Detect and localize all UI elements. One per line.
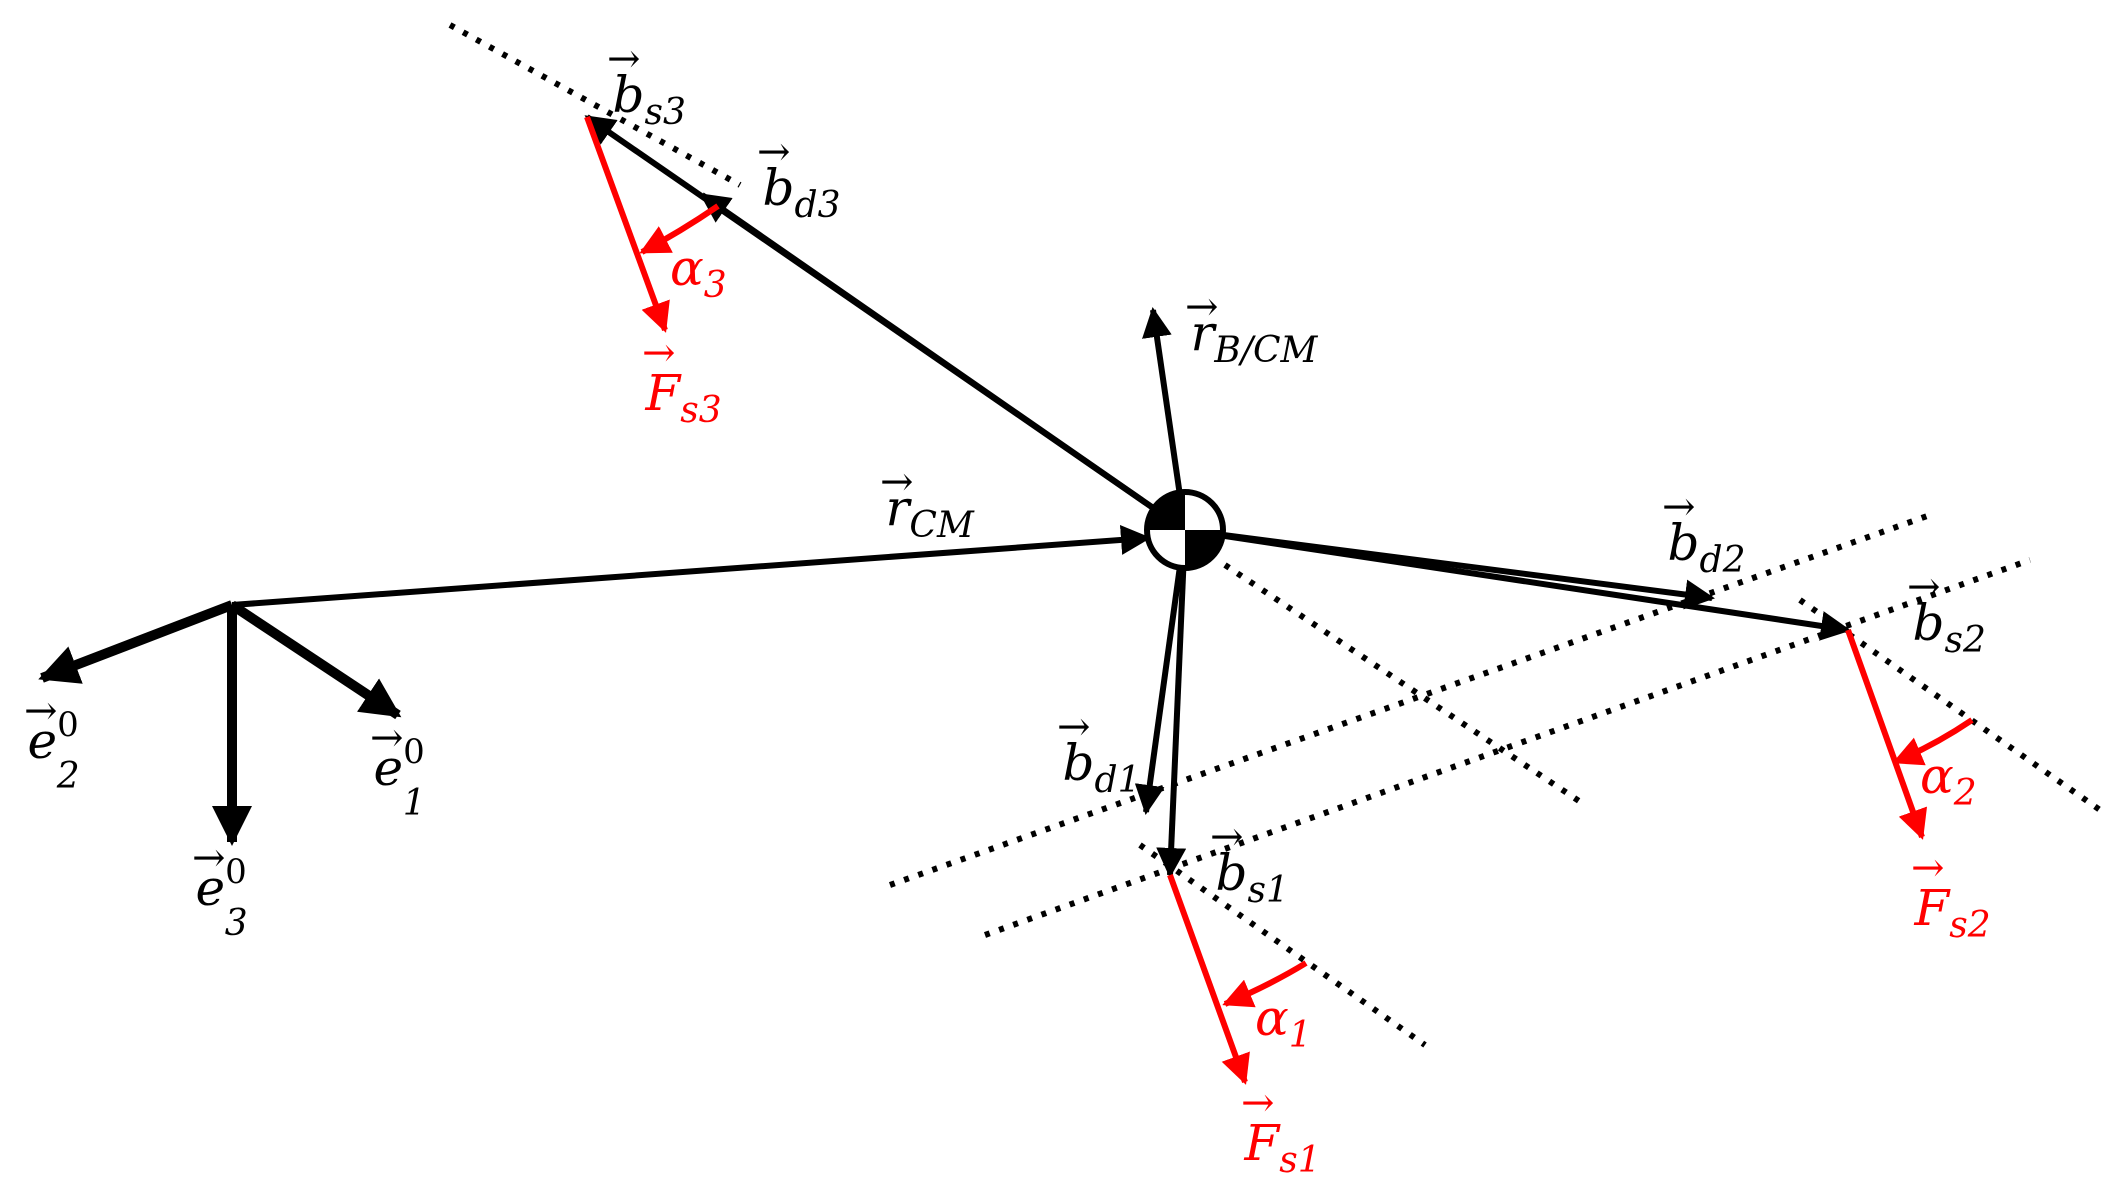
b-d2-arrow <box>1184 527 1715 610</box>
dotted-line-lower-diagonal <box>983 557 2032 938</box>
label-b-d3: →bd3 <box>757 129 840 226</box>
b-d1-arrow <box>1134 529 1188 815</box>
label-b-d1: →bd1 <box>1057 704 1140 801</box>
label-alpha3: α3 <box>670 239 727 306</box>
alpha1-arc <box>1222 960 1308 1008</box>
label-alpha1: α1 <box>1255 989 1312 1056</box>
label-b-s1: →bs1 <box>1210 814 1289 911</box>
label-r-b-cm: →rB/CM <box>1185 284 1319 371</box>
force-s1-arrow <box>1167 873 1250 1085</box>
label-f-s3: →Fs3 <box>642 330 722 431</box>
forces <box>584 115 1928 1085</box>
alpha2-arc <box>1892 717 1974 766</box>
label-b-s3: →bs3 <box>607 36 686 133</box>
inertial-frame <box>38 600 402 846</box>
b-d3-arrow <box>699 192 1187 533</box>
label-alpha2: α2 <box>1920 747 1977 814</box>
e2-axis-arrow <box>38 600 234 684</box>
force-s3-arrow <box>584 115 670 333</box>
label-b-s2: →bs2 <box>1907 564 1986 661</box>
label-b-d2: →bd2 <box>1662 484 1745 581</box>
label-f-s2: →Fs2 <box>1911 845 1991 946</box>
label-f-s1: →Fs1 <box>1241 1080 1321 1181</box>
dotted-line-upper-diagonal <box>888 512 1932 888</box>
b-s1-arrow <box>1156 529 1188 878</box>
e1-axis-arrow <box>229 600 402 720</box>
force-s2-arrow <box>1845 628 1928 840</box>
center-of-mass-symbol <box>1144 489 1226 571</box>
dotted-line-center-diagonal <box>1223 562 1587 808</box>
alpha3-arc <box>639 203 720 255</box>
r-cm-arrow <box>231 525 1151 608</box>
angle-arcs <box>639 203 1974 1008</box>
dotted-line-3 <box>448 22 742 188</box>
label-r-cm: →rCM <box>880 459 975 546</box>
